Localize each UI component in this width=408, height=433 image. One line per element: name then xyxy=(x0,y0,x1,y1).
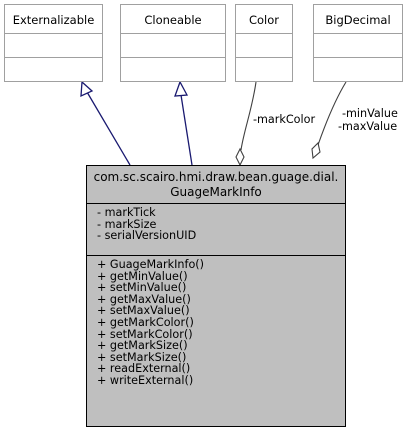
operations-section-bigdecimal xyxy=(314,58,402,81)
operations-section-externalizable xyxy=(5,58,102,81)
operation-item: + getMaxValue() xyxy=(97,292,191,306)
class-color[interactable]: Color xyxy=(235,4,293,82)
edge-label-mark-color: -markColor xyxy=(253,113,316,126)
class-name-color: Color xyxy=(236,5,292,34)
operation-item: + setMinValue() xyxy=(97,281,187,295)
class-name-externalizable: Externalizable xyxy=(5,5,102,34)
operations-section-color xyxy=(236,58,292,81)
generalization-edge-externalizable xyxy=(86,91,131,166)
operation-item: + readExternal() xyxy=(97,362,191,376)
class-guage-mark-info[interactable]: com.sc.scairo.hmi.draw.bean.guage.dial. … xyxy=(86,165,346,427)
attribute-item: - markTick xyxy=(97,206,156,219)
operation-item: + setMarkColor() xyxy=(97,327,193,341)
class-name-bigdecimal: BigDecimal xyxy=(314,5,402,34)
class-title-name: GuageMarkInfo xyxy=(170,185,262,199)
aggregation-diamond-bigdecimal xyxy=(311,141,321,160)
class-bigdecimal[interactable]: BigDecimal xyxy=(313,4,403,82)
operation-item: + setMaxValue() xyxy=(97,304,190,318)
edge-label-min-value: -minValue xyxy=(342,107,398,120)
operation-item: + getMarkSize() xyxy=(97,339,188,353)
operations-section-cloneable xyxy=(121,58,225,81)
attributes-section-color xyxy=(236,34,292,58)
operations-section: + GuageMarkInfo() + getMinValue() + setM… xyxy=(87,256,345,387)
attributes-section-externalizable xyxy=(5,34,102,58)
attributes-section-cloneable xyxy=(121,34,225,58)
class-title-package: com.sc.scairo.hmi.draw.bean.guage.dial. xyxy=(93,170,339,184)
generalization-edge-cloneable xyxy=(180,94,193,166)
inheritance-arrow-externalizable xyxy=(80,80,94,98)
attributes-section-bigdecimal xyxy=(314,34,402,58)
class-title: com.sc.scairo.hmi.draw.bean.guage.dial. … xyxy=(87,166,345,204)
association-edge-bigdecimal xyxy=(317,81,347,146)
attribute-item: - markSize xyxy=(97,217,157,231)
operation-item: + getMarkColor() xyxy=(97,315,194,329)
class-cloneable[interactable]: Cloneable xyxy=(120,4,226,82)
operation-item: + writeExternal() xyxy=(97,373,194,387)
operation-item: + getMinValue() xyxy=(97,269,188,283)
edge-label-max-value: -maxValue xyxy=(338,120,398,133)
inheritance-arrow-cloneable xyxy=(174,80,189,97)
operation-item: + setMarkSize() xyxy=(97,350,187,364)
operation-item: + GuageMarkInfo() xyxy=(97,258,205,271)
association-edge-color xyxy=(240,81,257,151)
attribute-item: - serialVersionUID xyxy=(97,229,197,243)
class-name-cloneable: Cloneable xyxy=(121,5,225,34)
attributes-section: - markTick - markSize - serialVersionUID xyxy=(87,204,345,256)
aggregation-diamond-color xyxy=(235,147,245,167)
class-externalizable[interactable]: Externalizable xyxy=(4,4,103,82)
